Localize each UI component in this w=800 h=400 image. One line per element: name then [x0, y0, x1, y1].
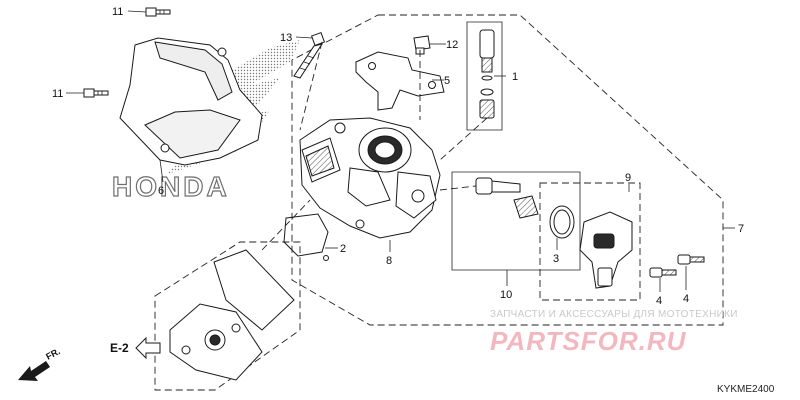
- callout-6: 6: [158, 185, 164, 197]
- callout-5: 5: [444, 75, 450, 87]
- reference-arrow-icon: [135, 336, 161, 360]
- callout-2: 2: [340, 243, 346, 255]
- watermark-site: PARTSFOR.RU: [490, 326, 687, 356]
- callout-3: 3: [553, 253, 559, 265]
- assembly-boundary-7: [291, 14, 724, 326]
- bolt-part-13: [293, 31, 326, 79]
- bolt-part-12: [413, 35, 431, 55]
- group-boundary-joint: [154, 241, 301, 391]
- screw-part-4-left: [649, 267, 677, 278]
- watermark: ЗАПЧАСТИ И АКСЕССУАРЫ ДЛЯ МОТОТЕХНИКИ PA…: [490, 309, 738, 356]
- callout-8: 8: [386, 255, 392, 267]
- group-boundary-9: [539, 182, 641, 301]
- injector-part-1: [479, 29, 495, 119]
- callout-4-right: 4: [683, 293, 689, 305]
- callout-4-left: 4: [656, 295, 662, 307]
- front-direction-label: FR.: [44, 346, 61, 362]
- cover-part-6: [119, 37, 263, 166]
- group-boundary-1: [466, 21, 503, 131]
- front-arrow-icon: [18, 361, 50, 381]
- gasket-part-2: [283, 213, 329, 261]
- bolt-part-11-top: [145, 7, 171, 17]
- callout-11-top: 11: [112, 6, 123, 18]
- assembly-guides: [261, 41, 488, 251]
- o-ring-part-3: [549, 205, 575, 239]
- group-boundary-10: [451, 171, 581, 271]
- callout-11-left: 11: [52, 88, 63, 100]
- callout-13: 13: [280, 32, 292, 44]
- honda-wordmark: HONDA: [112, 171, 230, 202]
- callout-1: 1: [512, 71, 518, 83]
- reference-e2: E-2: [110, 336, 161, 360]
- screw-part-4-right: [677, 254, 705, 265]
- bracket-part-5: [355, 51, 445, 111]
- callout-12: 12: [446, 39, 458, 51]
- sensor-bolt-part-10: [475, 177, 539, 219]
- leader-lines: [66, 10, 735, 292]
- bolt-part-11-left: [83, 88, 109, 98]
- intake-joint: [169, 249, 295, 381]
- throttle-body-part-8: [299, 117, 441, 239]
- watermark-subtitle: ЗАПЧАСТИ И АКСЕССУАРЫ ДЛЯ МОТОТЕХНИКИ: [490, 309, 738, 320]
- front-direction-indicator: FR.: [18, 346, 62, 381]
- callout-9: 9: [625, 172, 631, 184]
- callout-10: 10: [500, 289, 512, 301]
- diagram-code: KYKME2400: [717, 384, 775, 395]
- sensor-part-9: [579, 211, 633, 289]
- callout-7: 7: [738, 223, 744, 235]
- reference-e2-label: E-2: [110, 341, 129, 355]
